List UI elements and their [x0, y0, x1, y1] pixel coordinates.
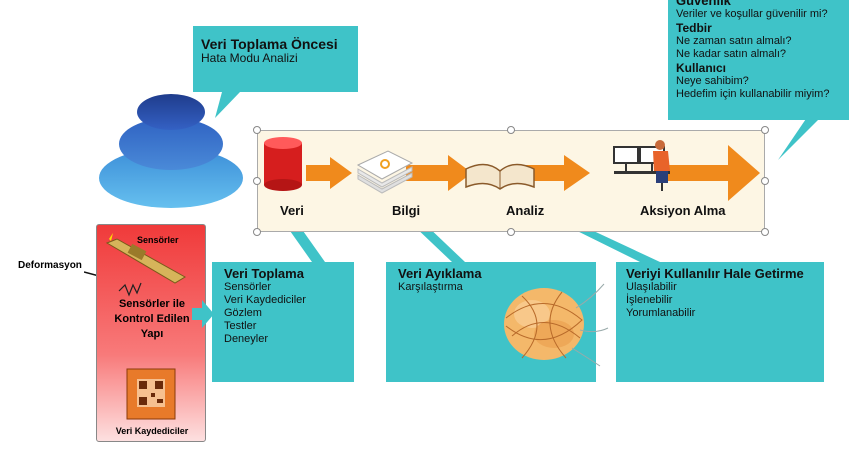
flow-arrow	[526, 155, 590, 191]
callout-title: Veriyi Kullanılır Hale Getirme	[626, 266, 804, 281]
document-stack-icon	[356, 150, 414, 194]
callout-title: Veri Toplama Öncesi	[201, 36, 338, 52]
callout-item: İşlenebilir	[626, 294, 673, 306]
stacked-disks-icon	[99, 94, 243, 208]
callout-title-measure: Tedbir	[676, 21, 712, 35]
resize-handle[interactable]	[507, 228, 515, 236]
callout-title: Veri Ayıklama	[398, 266, 482, 281]
callout-item: Yorumlanabilir	[626, 307, 696, 319]
structure-label-line: Sensörler ile	[118, 298, 186, 310]
top-right-pointer	[778, 110, 828, 160]
sensor-panel: Sensörler Sensörler ile Kontrol Edilen Y…	[96, 224, 206, 442]
structure-label-line: Yapı	[140, 328, 164, 340]
callout-user-questions: Güvenlik Veriler ve koşullar güvenilir m…	[668, 0, 849, 120]
callout-line: Veriler ve koşullar güvenilir mi?	[676, 8, 828, 20]
data-logger-icon	[126, 368, 176, 420]
resize-handle[interactable]	[761, 177, 769, 185]
resize-handle[interactable]	[761, 228, 769, 236]
callout-subtitle: Karşılaştırma	[398, 281, 463, 293]
structure-label: Sensörler ile Kontrol Edilen Yapı	[97, 297, 207, 342]
callout-item: Veri Kaydediciler	[224, 294, 306, 306]
person-at-computer-icon	[613, 140, 670, 191]
deformation-label: Deformasyon	[18, 260, 82, 271]
callout-pre-collection: Veri Toplama Öncesi Hata Modu Analizi	[193, 26, 358, 92]
callout-item: Gözlem	[224, 307, 262, 319]
flow-arrow	[406, 155, 472, 191]
callout-make-usable: Veriyi Kullanılır Hale Getirme Ulaşılabi…	[616, 262, 824, 382]
flow-arrow	[668, 145, 760, 201]
callout-title-user: Kullanıcı	[676, 61, 727, 75]
callout-line: Ne kadar satın almalı?	[676, 48, 787, 60]
resize-handle[interactable]	[507, 126, 515, 134]
flow-arrow	[306, 157, 352, 189]
extraction-pointer	[412, 224, 465, 262]
stage-data-label: Veri	[280, 203, 304, 218]
callout-item: Testler	[224, 320, 257, 332]
database-icon	[264, 137, 302, 191]
callout-item: Deneyler	[224, 333, 269, 345]
callout-subtitle: Hata Modu Analizi	[201, 51, 298, 65]
resize-handle[interactable]	[253, 177, 261, 185]
resize-handle[interactable]	[253, 126, 261, 134]
sensors-label: Sensörler	[137, 235, 179, 245]
panel-arrow	[192, 300, 214, 328]
callout-item: Sensörler	[224, 281, 272, 293]
callout-line: Hedefim için kullanabilir miyim?	[676, 88, 830, 100]
structure-label-line: Kontrol Edilen	[114, 313, 190, 325]
open-book-icon	[465, 163, 535, 190]
sensor-device-icon	[105, 233, 186, 297]
resize-handle[interactable]	[761, 126, 769, 134]
callout-line: Neye sahibim?	[676, 75, 749, 87]
callout-item: Ulaşılabilir	[626, 281, 677, 293]
callout-title: Veri Toplama	[224, 266, 304, 281]
stage-info-label: Bilgi	[392, 203, 421, 218]
pre-collection-pointer	[215, 92, 240, 118]
resize-handle[interactable]	[253, 228, 261, 236]
callout-title-security: Güvenlik	[676, 0, 731, 8]
logger-label: Veri Kaydediciler	[115, 426, 189, 436]
stage-action-label: Aksiyon Alma	[640, 203, 726, 218]
tangled-yarn-icon	[504, 283, 609, 367]
callout-line: Ne zaman satın almalı?	[676, 35, 792, 47]
callout-data-collection: Veri Toplama Sensörler Veri Kaydediciler…	[212, 262, 354, 382]
stage-analysis-label: Analiz	[506, 203, 545, 218]
process-frame: Veri Bilgi Analiz Aksiyon Alma	[257, 130, 765, 232]
process-flow	[264, 137, 760, 201]
